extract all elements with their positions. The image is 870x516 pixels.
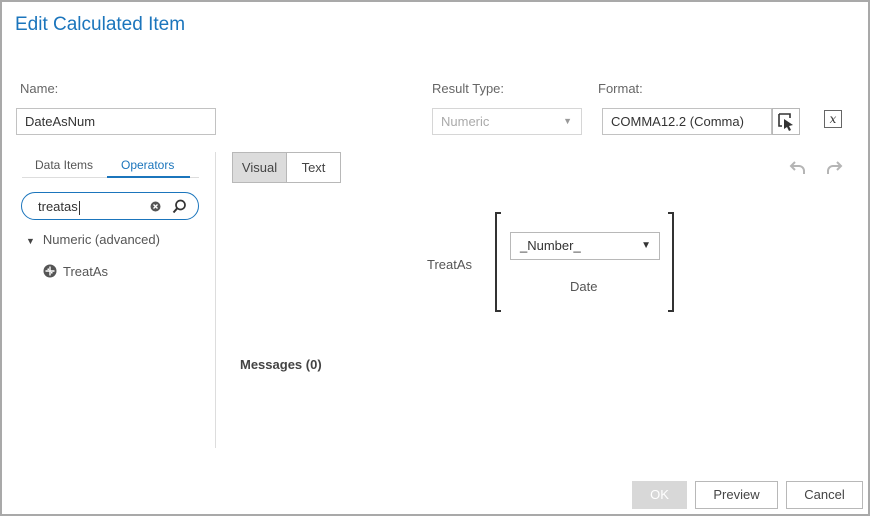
clear-icon[interactable]	[150, 201, 161, 212]
ok-button[interactable]: OK	[632, 481, 687, 509]
search-input[interactable]: treatas	[38, 199, 78, 214]
chevron-down-icon: ▼	[563, 116, 572, 126]
format-input[interactable]: COMMA12.2 (Comma)	[602, 108, 772, 135]
type-select[interactable]: _Number_ ▼	[510, 232, 660, 260]
expression-operator-label: TreatAs	[427, 257, 473, 272]
undo-icon[interactable]	[789, 158, 807, 176]
chevron-down-icon: ▼	[641, 240, 651, 251]
result-type-label: Result Type:	[432, 81, 505, 96]
result-type-select[interactable]: Numeric ▼	[432, 108, 582, 135]
name-label: Name:	[20, 81, 59, 96]
search-icon[interactable]	[172, 199, 187, 214]
active-tab-indicator	[107, 176, 190, 178]
dialog-title: Edit Calculated Item	[15, 14, 186, 35]
tree-item-label: TreatAs	[63, 264, 109, 279]
tree-group-numeric-advanced[interactable]: ▼ Numeric (advanced)	[26, 232, 160, 247]
caret-down-icon: ▼	[26, 236, 35, 246]
tab-text[interactable]: Text	[286, 152, 341, 183]
preview-button[interactable]: Preview	[695, 481, 778, 509]
edit-format-button[interactable]	[772, 108, 800, 135]
panel-divider	[215, 152, 216, 448]
result-type-value: Numeric	[441, 114, 490, 129]
expression-bracket-right	[668, 212, 674, 312]
function-icon[interactable]: x	[824, 110, 842, 128]
format-label: Format:	[598, 81, 643, 96]
messages-heading[interactable]: Messages (0)	[240, 357, 322, 372]
cursor-pointer-icon	[778, 113, 793, 131]
expression-argument[interactable]: Date	[570, 279, 598, 294]
tab-operators[interactable]: Operators	[121, 158, 175, 172]
search-field[interactable]: treatas	[21, 192, 199, 220]
cancel-button[interactable]: Cancel	[786, 481, 863, 509]
redo-icon[interactable]	[825, 158, 843, 176]
name-input[interactable]: DateAsNum	[16, 108, 216, 135]
operator-icon	[43, 264, 57, 278]
text-caret	[78, 200, 80, 215]
expression-bracket-left	[495, 212, 501, 312]
tab-visual[interactable]: Visual	[232, 152, 287, 183]
tree-group-label: Numeric (advanced)	[42, 232, 160, 247]
tab-data-items[interactable]: Data Items	[35, 158, 94, 172]
tree-item-treatas[interactable]: TreatAs	[43, 264, 108, 279]
type-select-value: _Number_	[520, 238, 581, 253]
